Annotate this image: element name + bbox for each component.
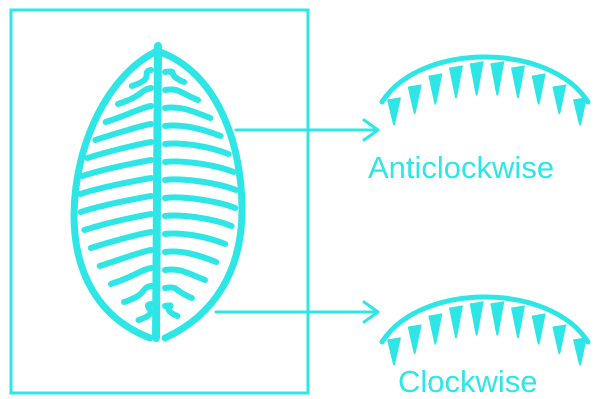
rib-stroke [100,250,151,266]
rib-stroke [139,304,151,320]
arch-tooth [533,74,545,104]
arch-tooth [553,325,565,354]
rib-stroke [165,197,235,208]
anticlockwise-label: Anticlockwise [368,152,554,183]
rib-stroke [165,143,228,154]
rib-stroke [132,70,151,86]
rib-stroke [165,179,236,190]
arch-tooth [450,66,462,98]
rib-stroke [91,232,151,248]
arch-tooth [512,306,524,338]
arch-tooth [491,301,503,334]
arch-tooth [553,85,565,114]
arch-tooth [471,61,483,94]
lower-arrow [216,302,378,322]
rib-stroke [165,125,221,136]
rib-stroke [165,251,216,262]
rib-stroke [88,142,151,158]
anticlockwise-arch [382,57,588,124]
arch-tooth [471,301,483,334]
arch-tooth [450,306,462,338]
arch-tooth [409,325,421,354]
rib-stroke [165,89,198,100]
rib-stroke [82,160,151,176]
arch-tooth [409,85,421,114]
central-axis [156,46,158,338]
rib-stroke [124,286,151,302]
clockwise-arch [382,297,588,364]
rib-stroke [165,215,232,226]
rib-stroke [165,71,184,82]
arch-tooth [388,337,400,364]
rib-stroke [165,161,234,172]
arch-tooth [574,97,586,124]
rib-stroke [165,287,192,298]
rib-stroke [111,268,151,284]
rib-stroke [106,106,151,122]
rib-stroke [84,214,151,230]
arch-tooth [574,337,586,364]
arch-tooth [388,97,400,124]
arch-tooth [429,74,441,104]
clockwise-label: Clockwise [398,366,538,397]
rib-stroke [165,305,177,316]
arch-tooth [512,66,524,98]
arch-tooth [429,314,441,344]
rib-stroke [118,88,151,104]
rib-stroke [81,196,151,212]
rib-stroke [165,107,210,118]
rib-stroke [80,178,151,194]
rib-stroke [165,269,205,280]
rib-stroke [165,233,225,244]
rib-stroke [95,124,151,140]
arch-tooth [533,314,545,344]
arch-tooth [491,61,503,94]
